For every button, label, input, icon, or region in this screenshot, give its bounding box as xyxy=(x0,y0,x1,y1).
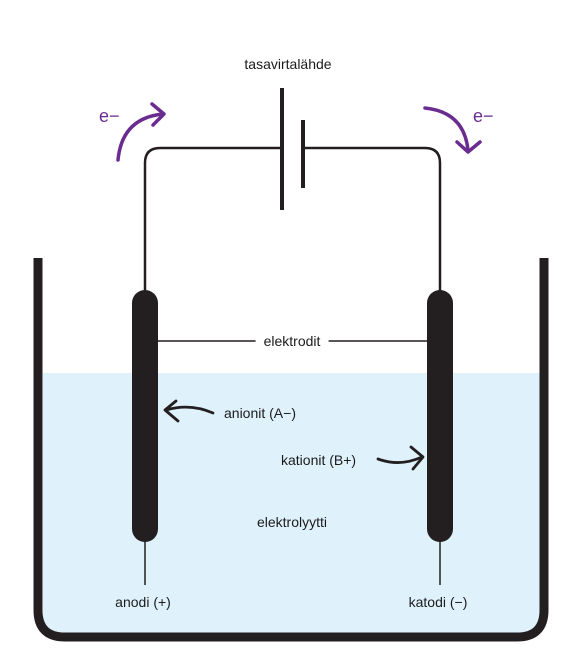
electron-arrow-right xyxy=(423,106,470,152)
anion-arrow xyxy=(164,405,215,415)
anion-arrowhead xyxy=(163,399,180,423)
anode-label: anodi (+) xyxy=(115,594,171,610)
cathode-electrode xyxy=(427,290,453,542)
electron-arrow-left xyxy=(116,112,165,162)
cations-label: kationit (B+) xyxy=(281,452,357,468)
cation-arrow xyxy=(376,455,424,464)
anode-electrode xyxy=(132,290,158,542)
electrolyte-fill xyxy=(43,373,544,633)
anions-label: anionit (A−) xyxy=(224,405,296,421)
electrolyte-label: elektrolyytti xyxy=(256,514,328,530)
electron-label-left: e− xyxy=(99,106,120,126)
cathode-label: katodi (−) xyxy=(408,594,468,610)
circuit-wire xyxy=(143,146,442,295)
electrodes-label: elektrodit xyxy=(255,333,329,349)
cation-arrowhead xyxy=(409,445,425,471)
power-source-label: tasavirtalähde xyxy=(244,56,332,72)
container xyxy=(33,258,549,642)
electron-arrow-right-head xyxy=(455,140,482,154)
electron-label-right: e− xyxy=(473,106,494,126)
electron-arrow-left-head xyxy=(150,102,166,127)
